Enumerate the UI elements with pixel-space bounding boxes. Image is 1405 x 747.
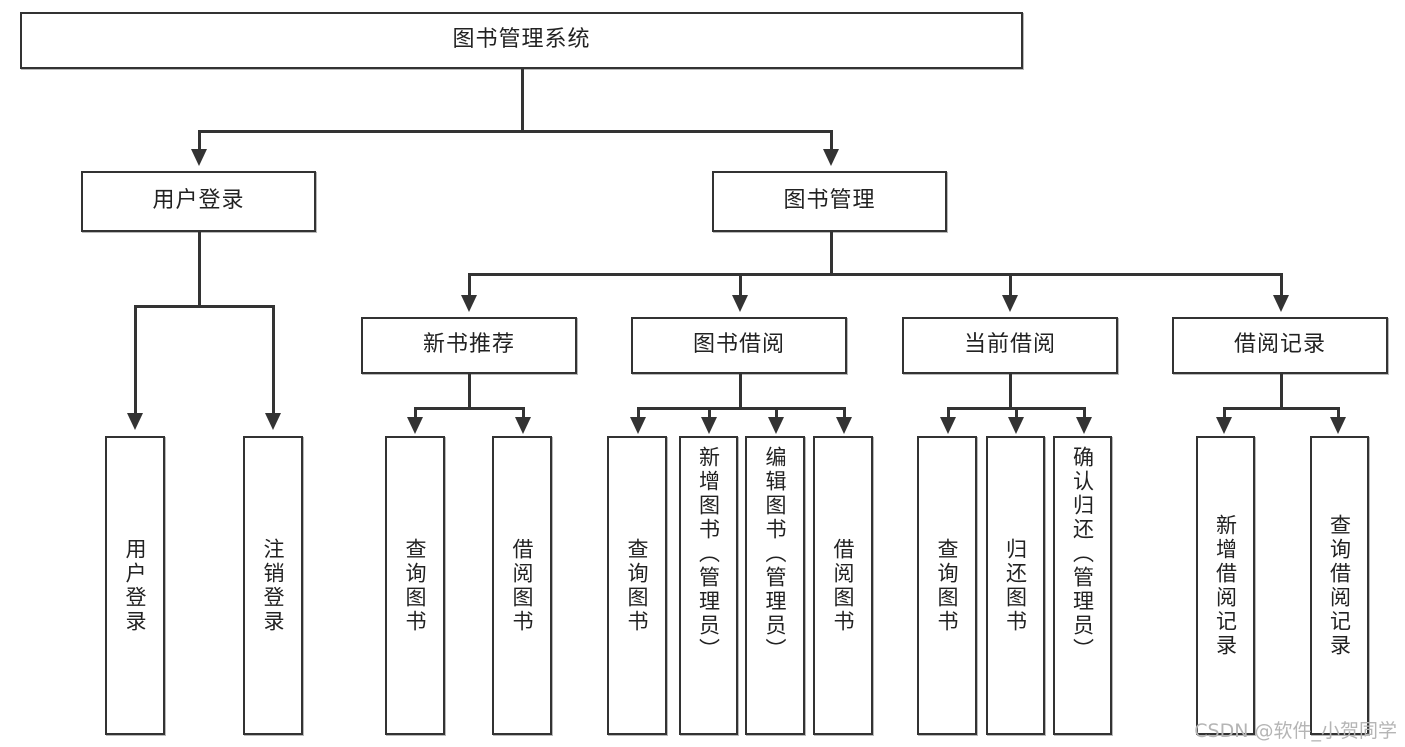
node-label: 图书借阅 bbox=[692, 332, 785, 358]
arrow-bb-leaf4 bbox=[836, 417, 852, 434]
connector-br-bus bbox=[1223, 407, 1337, 410]
connector-bb-leaf3 bbox=[775, 407, 778, 419]
node-label: 注销登录 bbox=[261, 537, 286, 634]
connector-nbr-leaf1 bbox=[414, 407, 417, 419]
connector-root-bus bbox=[198, 130, 832, 133]
leaf-bb-borrow-book[interactable]: 借阅图书 bbox=[813, 436, 873, 735]
arrow-bm-to-borrow-record bbox=[1273, 295, 1289, 312]
connector-bm-to-borrow-record bbox=[1280, 273, 1283, 298]
connector-cb-stem bbox=[1009, 374, 1012, 407]
connector-root-to-book-management bbox=[830, 130, 833, 152]
arrow-cb-leaf3 bbox=[1076, 417, 1092, 434]
node-label: 归还图书 bbox=[1003, 537, 1028, 634]
arrow-bm-to-new-book bbox=[461, 295, 477, 312]
node-label: 查询借阅记录 bbox=[1327, 513, 1352, 658]
node-label: 新增图书（管理员） bbox=[696, 446, 721, 662]
leaf-nbr-query-book[interactable]: 查询图书 bbox=[385, 436, 445, 735]
connector-user-login-leaf2 bbox=[272, 305, 275, 415]
arrow-br-leaf2 bbox=[1330, 417, 1346, 434]
connector-user-login-leaf1 bbox=[134, 305, 137, 415]
leaf-bb-query-book[interactable]: 查询图书 bbox=[607, 436, 667, 735]
node-label: 当前借阅 bbox=[963, 332, 1056, 358]
arrow-cb-leaf2 bbox=[1008, 417, 1024, 434]
arrow-bm-to-book-borrow bbox=[732, 295, 748, 312]
connector-cb-leaf3 bbox=[1083, 407, 1086, 419]
connector-bb-stem bbox=[739, 374, 742, 407]
connector-bb-leaf2 bbox=[708, 407, 711, 419]
node-label: 图书管理 bbox=[783, 188, 876, 214]
leaf-nbr-borrow-book[interactable]: 借阅图书 bbox=[492, 436, 552, 735]
leaf-user-login-logout[interactable]: 注销登录 bbox=[243, 436, 303, 735]
node-label: 借阅图书 bbox=[510, 537, 535, 634]
node-root-book-management-system[interactable]: 图书管理系统 bbox=[20, 12, 1023, 69]
connector-root-stem bbox=[521, 69, 524, 130]
node-label: 编辑图书（管理员） bbox=[763, 446, 788, 662]
node-label: 查询图书 bbox=[403, 537, 428, 634]
connector-bm-to-current-borrow bbox=[1009, 273, 1012, 298]
arrow-br-leaf1 bbox=[1216, 417, 1232, 434]
connector-cb-leaf1 bbox=[947, 407, 950, 419]
arrow-user-login-leaf1 bbox=[127, 413, 143, 430]
node-label: 查询图书 bbox=[625, 537, 650, 634]
node-label: 用户登录 bbox=[152, 188, 245, 214]
arrow-user-login-leaf2 bbox=[265, 413, 281, 430]
leaf-br-query-record[interactable]: 查询借阅记录 bbox=[1310, 436, 1369, 735]
connector-book-management-stem bbox=[830, 232, 833, 273]
arrow-bb-leaf1 bbox=[630, 417, 646, 434]
arrow-bm-to-current-borrow bbox=[1002, 295, 1018, 312]
connector-nbr-stem bbox=[468, 374, 471, 407]
arrow-bb-leaf3 bbox=[768, 417, 784, 434]
node-book-borrow[interactable]: 图书借阅 bbox=[631, 317, 847, 374]
arrow-nbr-leaf2 bbox=[515, 417, 531, 434]
leaf-cb-return-book[interactable]: 归还图书 bbox=[986, 436, 1045, 735]
node-book-management[interactable]: 图书管理 bbox=[712, 171, 947, 232]
node-label: 新书推荐 bbox=[422, 332, 515, 358]
arrow-nbr-leaf1 bbox=[407, 417, 423, 434]
arrow-root-to-book-management bbox=[823, 149, 839, 166]
connector-br-leaf1 bbox=[1223, 407, 1226, 419]
connector-root-to-user-login bbox=[198, 130, 201, 152]
node-current-borrow[interactable]: 当前借阅 bbox=[902, 317, 1118, 374]
node-label: 用户登录 bbox=[123, 537, 148, 634]
node-label: 查询图书 bbox=[935, 537, 960, 634]
connector-bb-leaf4 bbox=[843, 407, 846, 419]
connector-bb-bus bbox=[637, 407, 843, 410]
node-label: 图书管理系统 bbox=[452, 27, 591, 53]
connector-nbr-bus bbox=[414, 407, 522, 410]
node-label: 借阅图书 bbox=[831, 537, 856, 634]
node-label: 确认归还（管理员） bbox=[1070, 446, 1095, 662]
leaf-br-add-record[interactable]: 新增借阅记录 bbox=[1196, 436, 1255, 735]
connector-user-login-bus bbox=[134, 305, 272, 308]
leaf-bb-edit-book-admin[interactable]: 编辑图书（管理员） bbox=[745, 436, 805, 735]
leaf-user-login-login[interactable]: 用户登录 bbox=[105, 436, 165, 735]
connector-br-leaf2 bbox=[1337, 407, 1340, 419]
node-label: 新增借阅记录 bbox=[1213, 513, 1238, 658]
arrow-root-to-user-login bbox=[191, 149, 207, 166]
connector-user-login-stem bbox=[198, 232, 201, 305]
arrow-cb-leaf1 bbox=[940, 417, 956, 434]
connector-br-stem bbox=[1280, 374, 1283, 407]
connector-nbr-leaf2 bbox=[522, 407, 525, 419]
node-label: 借阅记录 bbox=[1233, 332, 1326, 358]
arrow-bb-leaf2 bbox=[701, 417, 717, 434]
connector-cb-leaf2 bbox=[1015, 407, 1018, 419]
node-borrow-record[interactable]: 借阅记录 bbox=[1172, 317, 1388, 374]
node-new-book-recommend[interactable]: 新书推荐 bbox=[361, 317, 577, 374]
leaf-cb-confirm-return-admin[interactable]: 确认归还（管理员） bbox=[1053, 436, 1112, 735]
connector-bm-to-new-book bbox=[468, 273, 471, 298]
connector-bb-leaf1 bbox=[637, 407, 640, 419]
connector-book-management-bus bbox=[468, 273, 1280, 276]
node-user-login[interactable]: 用户登录 bbox=[81, 171, 316, 232]
leaf-cb-query-book[interactable]: 查询图书 bbox=[917, 436, 977, 735]
leaf-bb-add-book-admin[interactable]: 新增图书（管理员） bbox=[679, 436, 738, 735]
connector-bm-to-book-borrow bbox=[739, 273, 742, 298]
